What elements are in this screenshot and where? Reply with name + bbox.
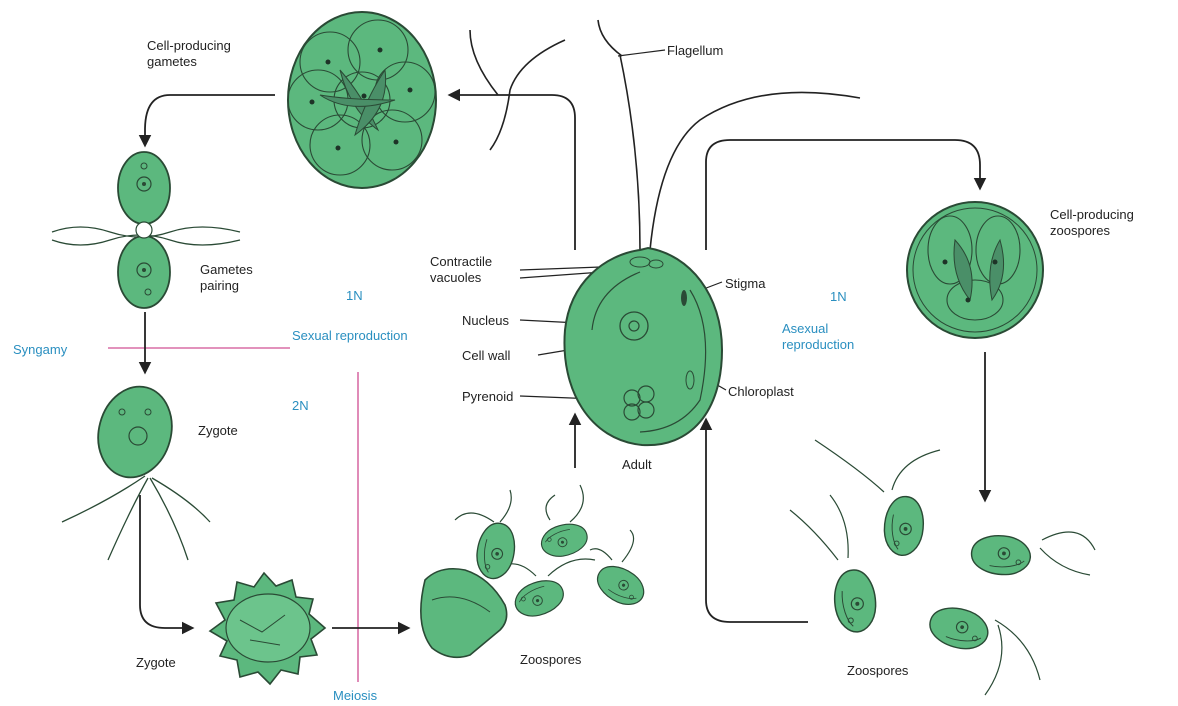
gamete-producing-cell — [288, 12, 436, 188]
adult-label: Adult — [622, 457, 652, 473]
pyrenoid-label: Pyrenoid — [462, 389, 513, 405]
flagellum-label: Flagellum — [667, 43, 723, 59]
haploid-1n-left-label: 1N — [346, 288, 363, 304]
contractile-vacuoles-label: Contractile vacuoles — [430, 254, 526, 286]
nucleus-label: Nucleus — [462, 313, 509, 329]
zygote-top-label: Zygote — [198, 423, 238, 439]
haploid-1n-right-label: 1N — [830, 289, 847, 305]
meiosis-label: Meiosis — [333, 688, 377, 704]
stigma-label: Stigma — [725, 276, 765, 292]
asexual-reproduction-label: Asexual reproduction — [782, 321, 902, 353]
zoospores-middle-label: Zoospores — [520, 652, 581, 668]
syngamy-label: Syngamy — [13, 342, 67, 358]
zoospores-right-label: Zoospores — [847, 663, 908, 679]
adult-cell — [470, 20, 860, 445]
resting-zygote — [210, 573, 325, 684]
zygote-bottom-label: Zygote — [136, 655, 176, 671]
cell-producing-gametes-label: Cell-producing gametes — [147, 38, 263, 70]
chloroplast-label: Chloroplast — [728, 384, 794, 400]
sexual-reproduction-label: Sexual reproduction — [292, 328, 408, 344]
asexual-zoospores — [790, 440, 1095, 695]
gametes-pairing-label: Gametes pairing — [200, 262, 284, 294]
ruptured-zygote-wall — [421, 569, 507, 658]
zoospore-producing-cell — [907, 202, 1043, 338]
diploid-2n-label: 2N — [292, 398, 309, 414]
cell-producing-zoospores-label: Cell-producing zoospores — [1050, 207, 1170, 239]
cell-wall-label: Cell wall — [462, 348, 510, 364]
zygote-cell — [62, 378, 210, 560]
